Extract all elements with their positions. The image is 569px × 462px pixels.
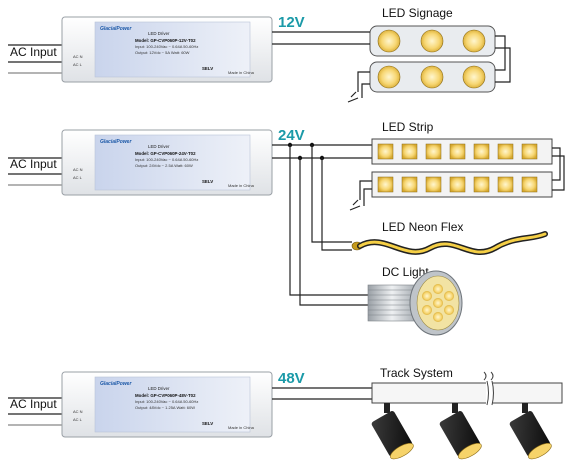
strip-end-wire (359, 180, 372, 206)
led-chip (377, 176, 394, 193)
driver-output-spec: Output: 48Vdc ~ 1.25A Watt: 60W (135, 405, 195, 410)
terminal-label: AC L (73, 175, 83, 180)
driver-output-spec: Output: 24Vdc ~ 2.5A Watt: 60W (135, 163, 193, 168)
driver-input-spec: Input: 100-240Vac ~ 0.64A 50-60Hz (135, 44, 198, 49)
driver-model: Model: GP-CVP060P-48V-T02 (135, 393, 196, 398)
wire-cut-mark (347, 91, 359, 103)
led-chip (425, 176, 442, 193)
led-chip (420, 29, 444, 53)
voltage-label: 12V (278, 14, 305, 31)
terminal-label: AC L (73, 417, 83, 422)
led-chip (497, 143, 514, 160)
led-chip (462, 29, 486, 53)
led-chip (420, 65, 444, 89)
brand-logo: GlacialPower (100, 26, 132, 32)
voltage-label: 48V (278, 370, 305, 387)
load-label-dc-light: DC Light (382, 265, 429, 279)
led-chip (497, 176, 514, 193)
driver-group-48v: AC Input GlacialPower LED Driver Model: … (8, 370, 372, 438)
origin-mark: Made in China (228, 70, 255, 75)
signage-link-wire (495, 35, 511, 83)
strip-leds-bottom (377, 176, 538, 193)
signage-wire (355, 31, 370, 45)
terminal-label: AC N (73, 409, 83, 414)
dc-light-group: DC Light (367, 265, 463, 336)
driver-title: LED Driver (148, 31, 170, 36)
selv-mark: SELV (202, 66, 213, 71)
track-break-lines (486, 380, 494, 406)
driver-title: LED Driver (148, 144, 170, 149)
driver-label (94, 21, 251, 78)
load-label-signage: LED Signage (382, 6, 453, 20)
track-break-mark (483, 371, 494, 381)
driver-group-12v: AC Input GlacialPower LED Driver Model: … (8, 14, 355, 83)
led-chip (377, 143, 394, 160)
wire-cut-mark (349, 199, 361, 211)
driver-group-24v: AC Input GlacialPower LED Driver Model: … (8, 127, 372, 306)
driver-label (94, 376, 251, 433)
neon-flex-body (357, 231, 548, 256)
driver-model: Model: GP-CVP060P-12V-T02 (135, 38, 196, 43)
led-chip (473, 143, 490, 160)
driver-input-spec: Input: 100-240Vac ~ 0.64A 50-60Hz (135, 399, 198, 404)
origin-mark: Made in China (228, 425, 255, 430)
driver-title: LED Driver (148, 386, 170, 391)
brand-logo: GlacialPower (100, 139, 132, 145)
dc-light-feed-wire (289, 145, 368, 306)
led-chip (462, 65, 486, 89)
terminal-label: AC N (73, 54, 83, 59)
led-chip (377, 29, 401, 53)
led-chip (473, 176, 490, 193)
load-label-neon: LED Neon Flex (382, 220, 463, 234)
terminal-label: AC L (73, 62, 83, 67)
ac-input-label: AC Input (10, 397, 57, 411)
driver-label (94, 134, 251, 191)
neon-feed-wire (311, 145, 352, 251)
strip-leds-top (377, 143, 538, 160)
led-signage-group: LED Signage (347, 6, 511, 103)
track-spotlight (509, 403, 552, 460)
terminal-label: AC N (73, 167, 83, 172)
neon-flex-glow (358, 232, 547, 254)
led-chip (425, 143, 442, 160)
track-rail (371, 382, 563, 404)
track-system-group: Track System (371, 366, 563, 460)
strip-link-wire (552, 147, 565, 191)
selv-mark: SELV (202, 421, 213, 426)
led-chip (449, 143, 466, 160)
track-spotlight (371, 403, 414, 460)
led-chip (449, 176, 466, 193)
led-chip (521, 143, 538, 160)
led-neon-flex-group: LED Neon Flex (351, 220, 548, 256)
origin-mark: Made in China (228, 183, 255, 188)
heatsink (367, 284, 417, 322)
led-chip (521, 176, 538, 193)
ac-input-label: AC Input (10, 45, 57, 59)
signage-end-wire (357, 71, 370, 98)
led-chip (401, 176, 418, 193)
led-chip (401, 143, 418, 160)
brand-logo: GlacialPower (100, 381, 132, 387)
track-spotlight (439, 403, 482, 460)
driver-output-spec: Output: 12Vdc ~ 5A Watt: 60W (135, 50, 190, 55)
load-label-strip: LED Strip (382, 120, 434, 134)
voltage-label: 24V (278, 127, 305, 144)
driver-input-spec: Input: 100-240Vac ~ 0.64A 50-60Hz (135, 157, 198, 162)
dc-light-emitters (422, 284, 454, 322)
selv-mark: SELV (202, 179, 213, 184)
led-chip (377, 65, 401, 89)
led-strip-group: LED Strip (349, 120, 565, 211)
ac-input-label: AC Input (10, 157, 57, 171)
load-label-track: Track System (380, 366, 453, 380)
driver-model: Model: GP-CVP060P-24V-T02 (135, 151, 196, 156)
